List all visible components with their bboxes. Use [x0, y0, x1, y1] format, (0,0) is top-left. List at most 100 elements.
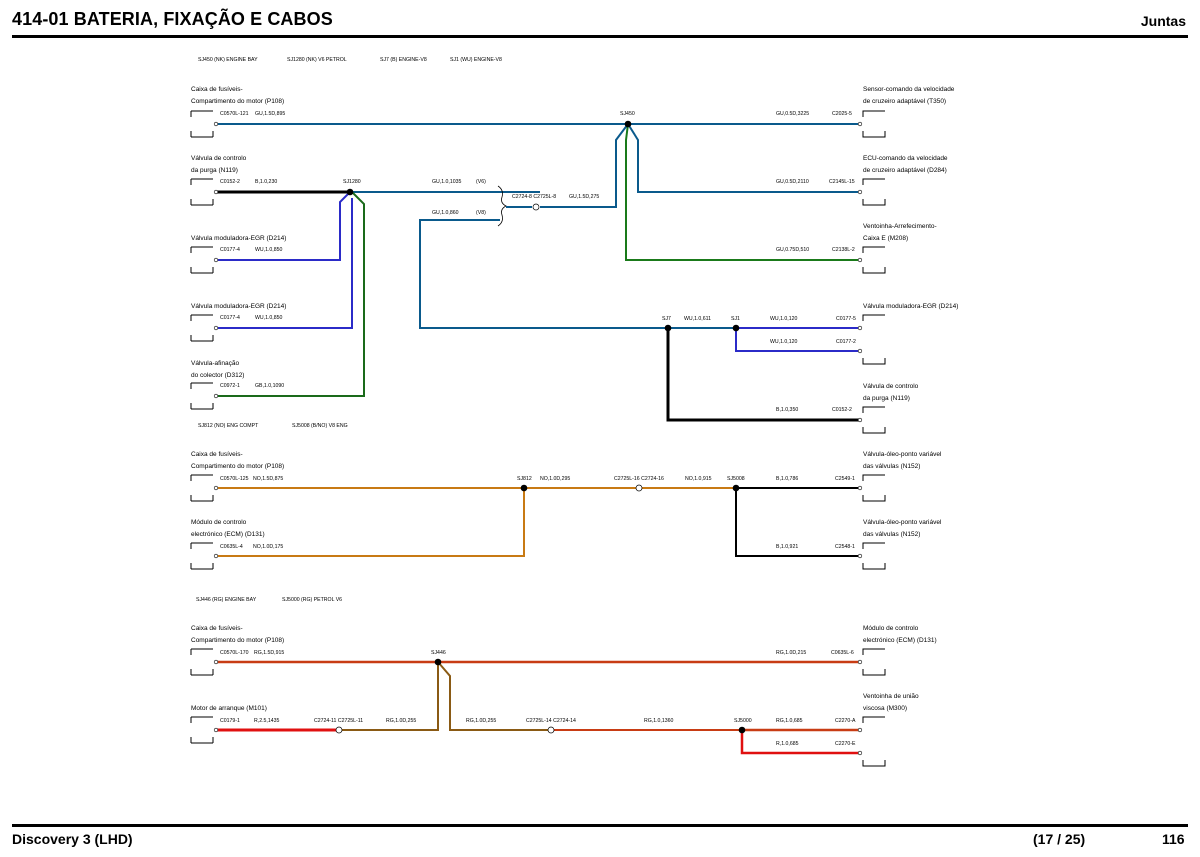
left-component: Motor de arranque (M101) C0179-1 R,2.5,1… — [190, 705, 279, 744]
page-title: 414-01 BATERIA, FIXAÇÃO E CABOS — [12, 9, 333, 29]
wire-label: B,1.0,230 — [255, 179, 277, 185]
note: SJ446 (RG) ENGINE BAY — [196, 597, 257, 603]
section-title: Juntas — [1140, 13, 1186, 29]
wire-gb — [216, 191, 365, 397]
wire-r — [740, 730, 860, 755]
wire-rg — [342, 662, 439, 731]
component-name: Válvula de controlo — [863, 383, 919, 390]
wire-label: RG,1.0,1360 — [644, 718, 674, 724]
component-name: Válvula de controlo — [191, 155, 247, 162]
left-component: Válvula-afinação do colector (D312) C097… — [190, 360, 284, 410]
wire-label: RG,1.5D,915 — [254, 650, 284, 656]
left-component: Válvula moduladora-EGR (D214) C0177-4 WU… — [190, 235, 286, 274]
right-component: Válvula-óleo-ponto variável das válvulas… — [776, 451, 942, 502]
pin-label: C2270-E — [835, 741, 856, 747]
wire-label: GU,1.5D,275 — [569, 194, 599, 200]
component-name: Caixa E (M208) — [863, 235, 908, 242]
wire-label: NO,1.0D,295 — [540, 476, 570, 482]
wire-gu — [540, 123, 629, 208]
component-name: Válvula moduladora-EGR (D214) — [863, 303, 958, 310]
wire-label: GU,0.5D,3225 — [776, 111, 809, 117]
vehicle-model: Discovery 3 (LHD) — [12, 831, 133, 847]
splice-label: SJ7 — [662, 316, 671, 322]
left-component: Módulo de controlo electrónico (ECM) (D1… — [190, 519, 283, 570]
component-name: de cruzeiro adaptável (T350) — [863, 98, 946, 105]
wire-label: RG,1.0D,215 — [776, 650, 806, 656]
wire-label: GU,0.5D,2110 — [776, 179, 809, 185]
diagram-2: SJ812 SJ5008 NO,1.0D,295 C2725L-16 C2724… — [190, 451, 942, 603]
splice-point — [732, 484, 740, 492]
component-name: Ventoinha-Arrefecimento- — [863, 223, 937, 230]
wire-label: WU,1.0,850 — [255, 315, 283, 321]
splice-point — [738, 726, 746, 734]
wire-label: RG,1.0,685 — [776, 718, 803, 724]
splice-point — [434, 658, 442, 666]
inline-connector — [532, 203, 540, 211]
splice-label: SJ5008 — [727, 476, 745, 482]
pin-label: C0635L-4 — [220, 544, 243, 550]
component-name: Módulo de controlo — [191, 519, 247, 526]
wire-wu — [735, 328, 860, 352]
inline-connector — [335, 726, 343, 734]
splice-point — [346, 188, 354, 196]
pin-label: C0179-1 — [220, 718, 240, 724]
wire-label: C2725L-16 C2724-16 — [614, 476, 664, 482]
wire-label: C2725L-14 C2724-14 — [526, 718, 576, 724]
splice-label: SJ446 — [431, 650, 446, 656]
right-component: Válvula-óleo-ponto variável das válvulas… — [776, 519, 942, 570]
pin-label: C0177-5 — [836, 316, 856, 322]
pin-label: C0152-2 — [220, 179, 240, 185]
component-name: da purga (N119) — [863, 395, 910, 402]
component-name: Motor de arranque (M101) — [191, 705, 267, 712]
footer-rule — [12, 824, 1188, 827]
legend-item: SJ1280 (NK) V6 PETROL — [287, 57, 347, 63]
legend-item: SJ450 (NK) ENGINE BAY — [198, 57, 258, 63]
component-name: Válvula-afinação — [191, 360, 239, 367]
wire-label: WU,1.0,850 — [255, 247, 283, 253]
wire-rg — [437, 661, 548, 731]
component-name: de cruzeiro adaptável (D284) — [863, 167, 947, 174]
wire-label: RG,1.0D,255 — [466, 718, 496, 724]
pin-label: C0177-2 — [836, 339, 856, 345]
wire-gu — [625, 123, 860, 261]
wire-b — [666, 328, 860, 422]
splice-label: SJ5000 — [734, 718, 752, 724]
splice-label: SJ1 — [731, 316, 740, 322]
pin-label: C2548-1 — [835, 544, 855, 550]
pin-label: C0635L-6 — [831, 650, 854, 656]
note: SJ5008 (B/NO) V8 ENG — [292, 423, 348, 429]
wire-label: NO,1.0D,175 — [253, 544, 283, 550]
component-name: Válvula moduladora-EGR (D214) — [191, 303, 286, 310]
component-name: da purga (N119) — [191, 167, 238, 174]
diagram-1: SJ450 (NK) ENGINE BAY SJ1280 (NK) V6 PET… — [190, 57, 958, 434]
wire-label: B,1.0,350 — [776, 407, 798, 413]
diagram-3: SJ446 SJ5000 C2724-11 C2725L-11 RG,1.0D,… — [190, 625, 937, 767]
wire-label: B,1.0,786 — [776, 476, 798, 482]
component-name: ECU-comando da velocidade — [863, 155, 948, 162]
left-component: Válvula de controlo da purga (N119) C015… — [190, 155, 277, 206]
right-component: Válvula moduladora-EGR (D214) WU,1.0,120… — [770, 303, 958, 365]
pin-label: C0177-4 — [220, 315, 240, 321]
legend-item: SJ7 (B) ENGINE-V8 — [380, 57, 427, 63]
pin-label: C0570L-121 — [220, 111, 249, 117]
component-name: do colector (D312) — [191, 372, 244, 379]
wire-label: (V8) — [476, 210, 486, 216]
wire-gu — [627, 123, 860, 193]
component-name: das válvulas (N152) — [863, 463, 920, 470]
wire-label: B,1.0,921 — [776, 544, 798, 550]
right-component: Ventoinha-Arrefecimento- Caixa E (M208) … — [776, 223, 937, 274]
component-name: electrónico (ECM) (D131) — [191, 531, 265, 538]
wire-label: NO,1.0,915 — [685, 476, 712, 482]
wire-label: C2724-11 C2725L-11 — [314, 718, 363, 724]
right-component: Válvula de controlo da purga (N119) B,1.… — [776, 383, 919, 434]
legend-item: SJ1 (WU) ENGINE-V8 — [450, 57, 502, 63]
component-name: viscosa (M300) — [863, 705, 907, 712]
splice-point — [732, 324, 740, 332]
wire-label: GB,1.0,1090 — [255, 383, 284, 389]
component-name: Módulo de controlo — [863, 625, 919, 632]
left-component: Válvula moduladora-EGR (D214) C0177-4 WU… — [190, 303, 286, 342]
wire-label: GU,1.5D,895 — [255, 111, 285, 117]
splice-point — [624, 120, 632, 128]
splice-point — [520, 484, 528, 492]
